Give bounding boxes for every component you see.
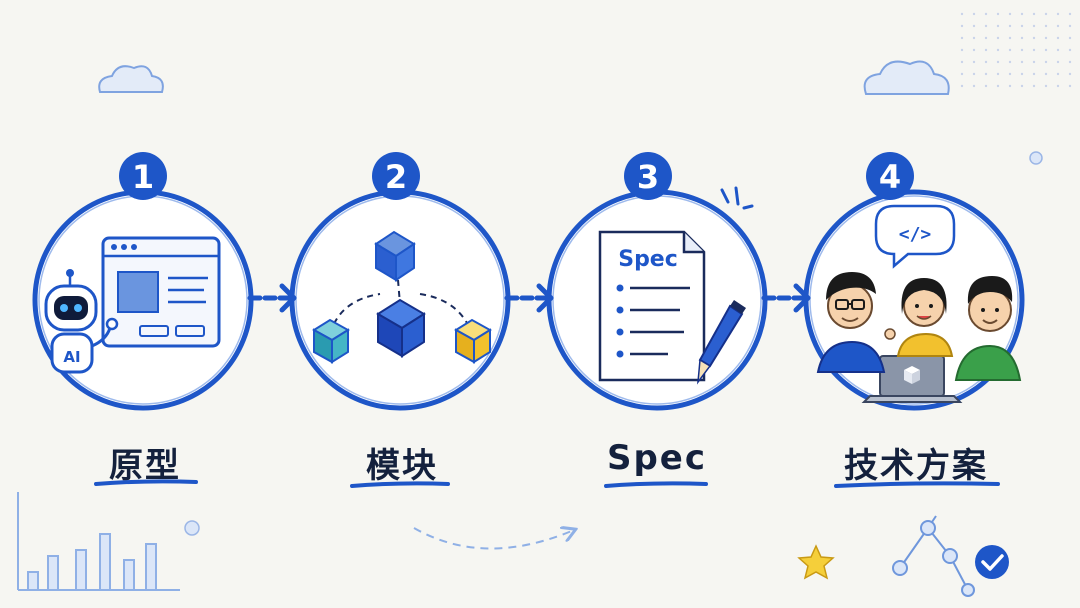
small-circle-decoration (1029, 151, 1043, 165)
cloud-icon (98, 65, 164, 93)
step-number-badge-1: 1 (119, 152, 167, 200)
connected-cubes-icon (312, 230, 492, 364)
arrow-2-to-3 (504, 283, 554, 313)
code-bubble-text: </> (899, 224, 932, 245)
step-label-3: Spec (606, 438, 708, 478)
dot-grid-decoration (960, 8, 1075, 88)
robot-badge-text: AI (63, 348, 80, 366)
step-label-1: 原型 (109, 446, 181, 486)
step-number-badge-4: 4 (866, 152, 914, 200)
step-number-1: 1 (132, 158, 154, 196)
star-icon (797, 544, 835, 580)
checkmark-icon (975, 545, 1009, 579)
label-underline-3 (604, 481, 708, 488)
spec-document-with-pen-icon: Spec (598, 186, 754, 385)
step-number-badge-2: 2 (372, 152, 420, 200)
step-label-4: 技术方案 (844, 446, 988, 486)
code-speech-bubble-icon: </> (874, 204, 956, 269)
step-number-4: 4 (879, 158, 901, 196)
step-number-3: 3 (637, 158, 659, 196)
small-circle-decoration (184, 520, 200, 536)
step-number-2: 2 (385, 158, 407, 196)
arrow-3-to-4 (761, 283, 811, 313)
network-nodes-icon (892, 515, 975, 597)
bar-chart-icon (17, 492, 180, 591)
label-underline-2 (350, 481, 450, 488)
label-underline-1 (94, 479, 198, 486)
label-underline-4 (834, 481, 1000, 488)
step-number-badge-3: 3 (624, 152, 672, 200)
cloud-icon (863, 60, 950, 95)
robot-icon: AI (44, 269, 119, 374)
arrow-1-to-2 (247, 283, 297, 313)
team-discussion-icon: </> (816, 204, 1022, 403)
dashed-arrow-decoration (413, 528, 574, 550)
step-label-2: 模块 (366, 446, 438, 486)
spec-doc-title: Spec (618, 247, 678, 272)
browser-wireframe-with-robot-icon (101, 236, 221, 348)
